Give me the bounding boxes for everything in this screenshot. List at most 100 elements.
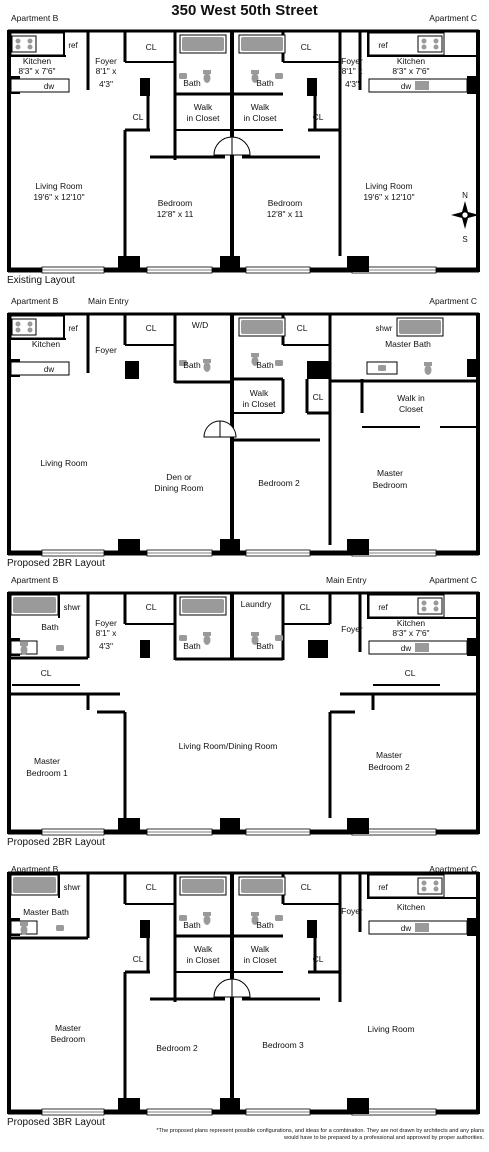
wall	[125, 970, 150, 974]
stove-burner	[27, 327, 33, 333]
wall	[476, 313, 480, 555]
room-label: Master	[34, 756, 60, 766]
wall	[367, 55, 478, 57]
stove	[417, 35, 443, 53]
wall	[8, 550, 479, 556]
stove-burner	[421, 886, 427, 892]
room-label: Master	[55, 1023, 81, 1033]
plan-caption: Existing Layout	[7, 275, 75, 286]
wall	[308, 970, 340, 974]
room-label: Walk	[251, 102, 270, 112]
room-label: Kitchen	[397, 56, 426, 66]
toilet-bowl	[251, 915, 259, 925]
counter	[10, 78, 70, 93]
stove-burner	[421, 44, 427, 50]
sink	[275, 635, 283, 641]
structural-column	[308, 640, 328, 658]
wall	[338, 32, 342, 160]
room-label: Bath	[183, 360, 201, 370]
stove-burner	[421, 38, 427, 44]
room-label: Living Room	[365, 181, 412, 191]
stove-burner	[433, 600, 439, 606]
compass-center	[461, 211, 469, 219]
wall	[9, 55, 66, 57]
wall	[371, 694, 375, 710]
room-label: Laundry	[241, 599, 272, 609]
wall	[9, 338, 66, 340]
room-label: CL	[297, 323, 308, 333]
wall	[97, 710, 125, 714]
room-label: Living Room	[367, 1024, 414, 1034]
room-label: Den or	[166, 472, 192, 482]
wall	[476, 30, 480, 272]
bathtub-basin	[241, 37, 283, 51]
wall	[307, 411, 330, 415]
structural-column	[140, 78, 150, 96]
apartment-label: Apartment B	[11, 296, 59, 306]
wall	[8, 267, 479, 273]
structural-column	[467, 359, 479, 377]
wall	[313, 938, 317, 972]
wall	[123, 315, 127, 345]
wall	[328, 712, 332, 818]
room-label: Living Room/Dining Room	[179, 741, 278, 751]
room-label: CL	[313, 954, 324, 964]
room-label: ref	[68, 324, 78, 333]
wall	[283, 344, 330, 346]
structural-column	[467, 638, 479, 656]
wall	[125, 344, 175, 346]
wall	[362, 426, 420, 428]
wall	[125, 623, 175, 625]
appliance	[415, 923, 429, 932]
wall	[358, 594, 362, 652]
room-label: shwr	[376, 324, 393, 333]
compass-south-label: S	[462, 235, 467, 244]
entry-label: Main Entry	[326, 575, 367, 585]
toilet	[251, 632, 259, 645]
room-label: 8'3" x 7'6"	[392, 66, 429, 76]
toilet	[251, 70, 259, 83]
sink	[378, 365, 386, 371]
wall	[232, 438, 320, 442]
disclaimer-note: *The proposed plans represent possible c…	[156, 1128, 484, 1141]
wall	[175, 934, 232, 938]
wall	[338, 874, 342, 1002]
room-label: 4'3"	[345, 79, 359, 89]
stove	[11, 318, 37, 336]
sink	[179, 635, 187, 641]
wall	[9, 656, 88, 660]
stove-burner	[27, 38, 33, 44]
room-label: Walk in	[397, 393, 425, 403]
wall	[123, 32, 127, 62]
room-label: in Closet	[243, 955, 277, 965]
stove-burner	[15, 38, 21, 44]
wall	[328, 594, 332, 624]
wall	[242, 997, 320, 1001]
wall	[9, 936, 88, 940]
apartment-label: Apartment C	[429, 296, 477, 306]
stove-burner	[421, 880, 427, 886]
structural-column	[347, 818, 369, 834]
room-label: 12'8" x 11	[267, 209, 304, 219]
wall	[8, 829, 479, 835]
wall	[175, 129, 232, 131]
structural-column	[347, 539, 369, 555]
stove-burner	[15, 321, 21, 327]
wall	[232, 934, 283, 938]
wall	[367, 873, 369, 898]
toilet-bowl	[20, 925, 28, 935]
room-label: Dining Room	[154, 483, 203, 493]
structural-column	[118, 539, 140, 555]
room-label: in Closet	[186, 113, 220, 123]
room-label: Foyer	[341, 624, 363, 634]
toilet-tank	[203, 70, 211, 74]
wall	[8, 312, 479, 316]
apartment-label: Apartment C	[429, 13, 477, 23]
wall	[230, 874, 234, 1002]
apartment-label: Apartment B	[11, 864, 59, 874]
room-label: Bath	[256, 641, 274, 651]
room-label: Bedroom	[51, 1034, 86, 1044]
structural-column	[220, 539, 240, 555]
stove	[417, 877, 443, 895]
toilet	[251, 353, 259, 366]
